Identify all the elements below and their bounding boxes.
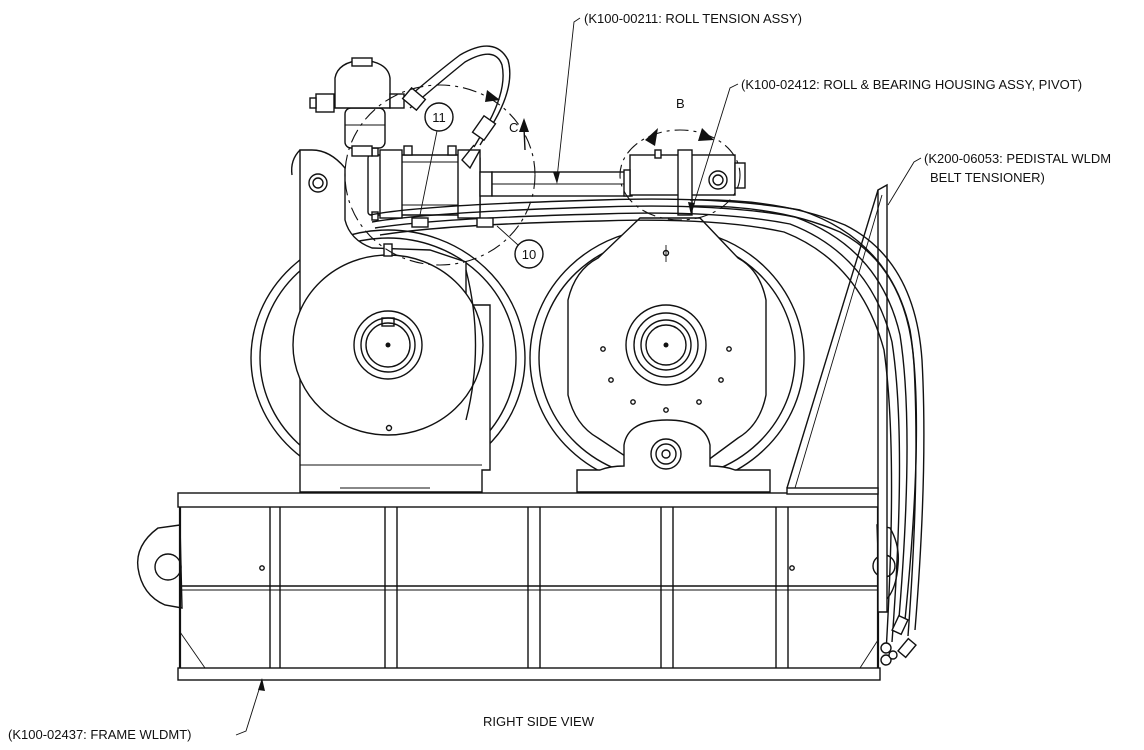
right-roll-assembly [529,217,805,493]
callout-roll-bearing: (K100-02412: ROLL & BEARING HOUSING ASSY… [688,77,1082,215]
pedestal-weldment [786,183,888,613]
left-lifting-lug [136,524,183,609]
callout-pedistal: (K200-06053: PEDISTAL WLDM BELT TENSIONE… [887,151,1111,206]
rotation-arc-c: C [344,84,536,266]
balloon-10: 10 [496,225,544,269]
rotation-arc-b: B [619,96,741,221]
callout-roll-tension: (K100-00211: ROLL TENSION ASSY) [553,11,802,184]
label-pedistal-line1: (K200-06053: PEDISTAL WLDM [924,151,1111,166]
label-roll-tension-assy: (K100-00211: ROLL TENSION ASSY) [584,11,802,26]
svg-text:10: 10 [522,247,536,262]
rotation-letter-c: C [509,120,518,135]
svg-text:11: 11 [432,110,446,125]
frame-weldment [136,492,900,681]
frame-cross-members [269,507,789,668]
label-pedistal-line2: BELT TENSIONER) [930,170,1045,185]
left-roll-assembly [250,149,526,493]
balloon-11: 11 [419,102,454,216]
callout-frame: (K100-02437: FRAME WLDMT) [8,678,265,742]
hose-bundle [369,198,925,666]
frame-bottom-channel [177,667,881,681]
rotation-letter-b: B [676,96,685,111]
pivot-base [576,419,771,493]
label-roll-bearing-housing: (K100-02412: ROLL & BEARING HOUSING ASSY… [741,77,1082,92]
accumulator [309,57,405,157]
label-frame-wldmt: (K100-02437: FRAME WLDMT) [8,727,192,742]
view-title: RIGHT SIDE VIEW [483,714,595,729]
frame-top-channel [177,492,879,508]
hydraulic-hose-loop [401,45,511,170]
